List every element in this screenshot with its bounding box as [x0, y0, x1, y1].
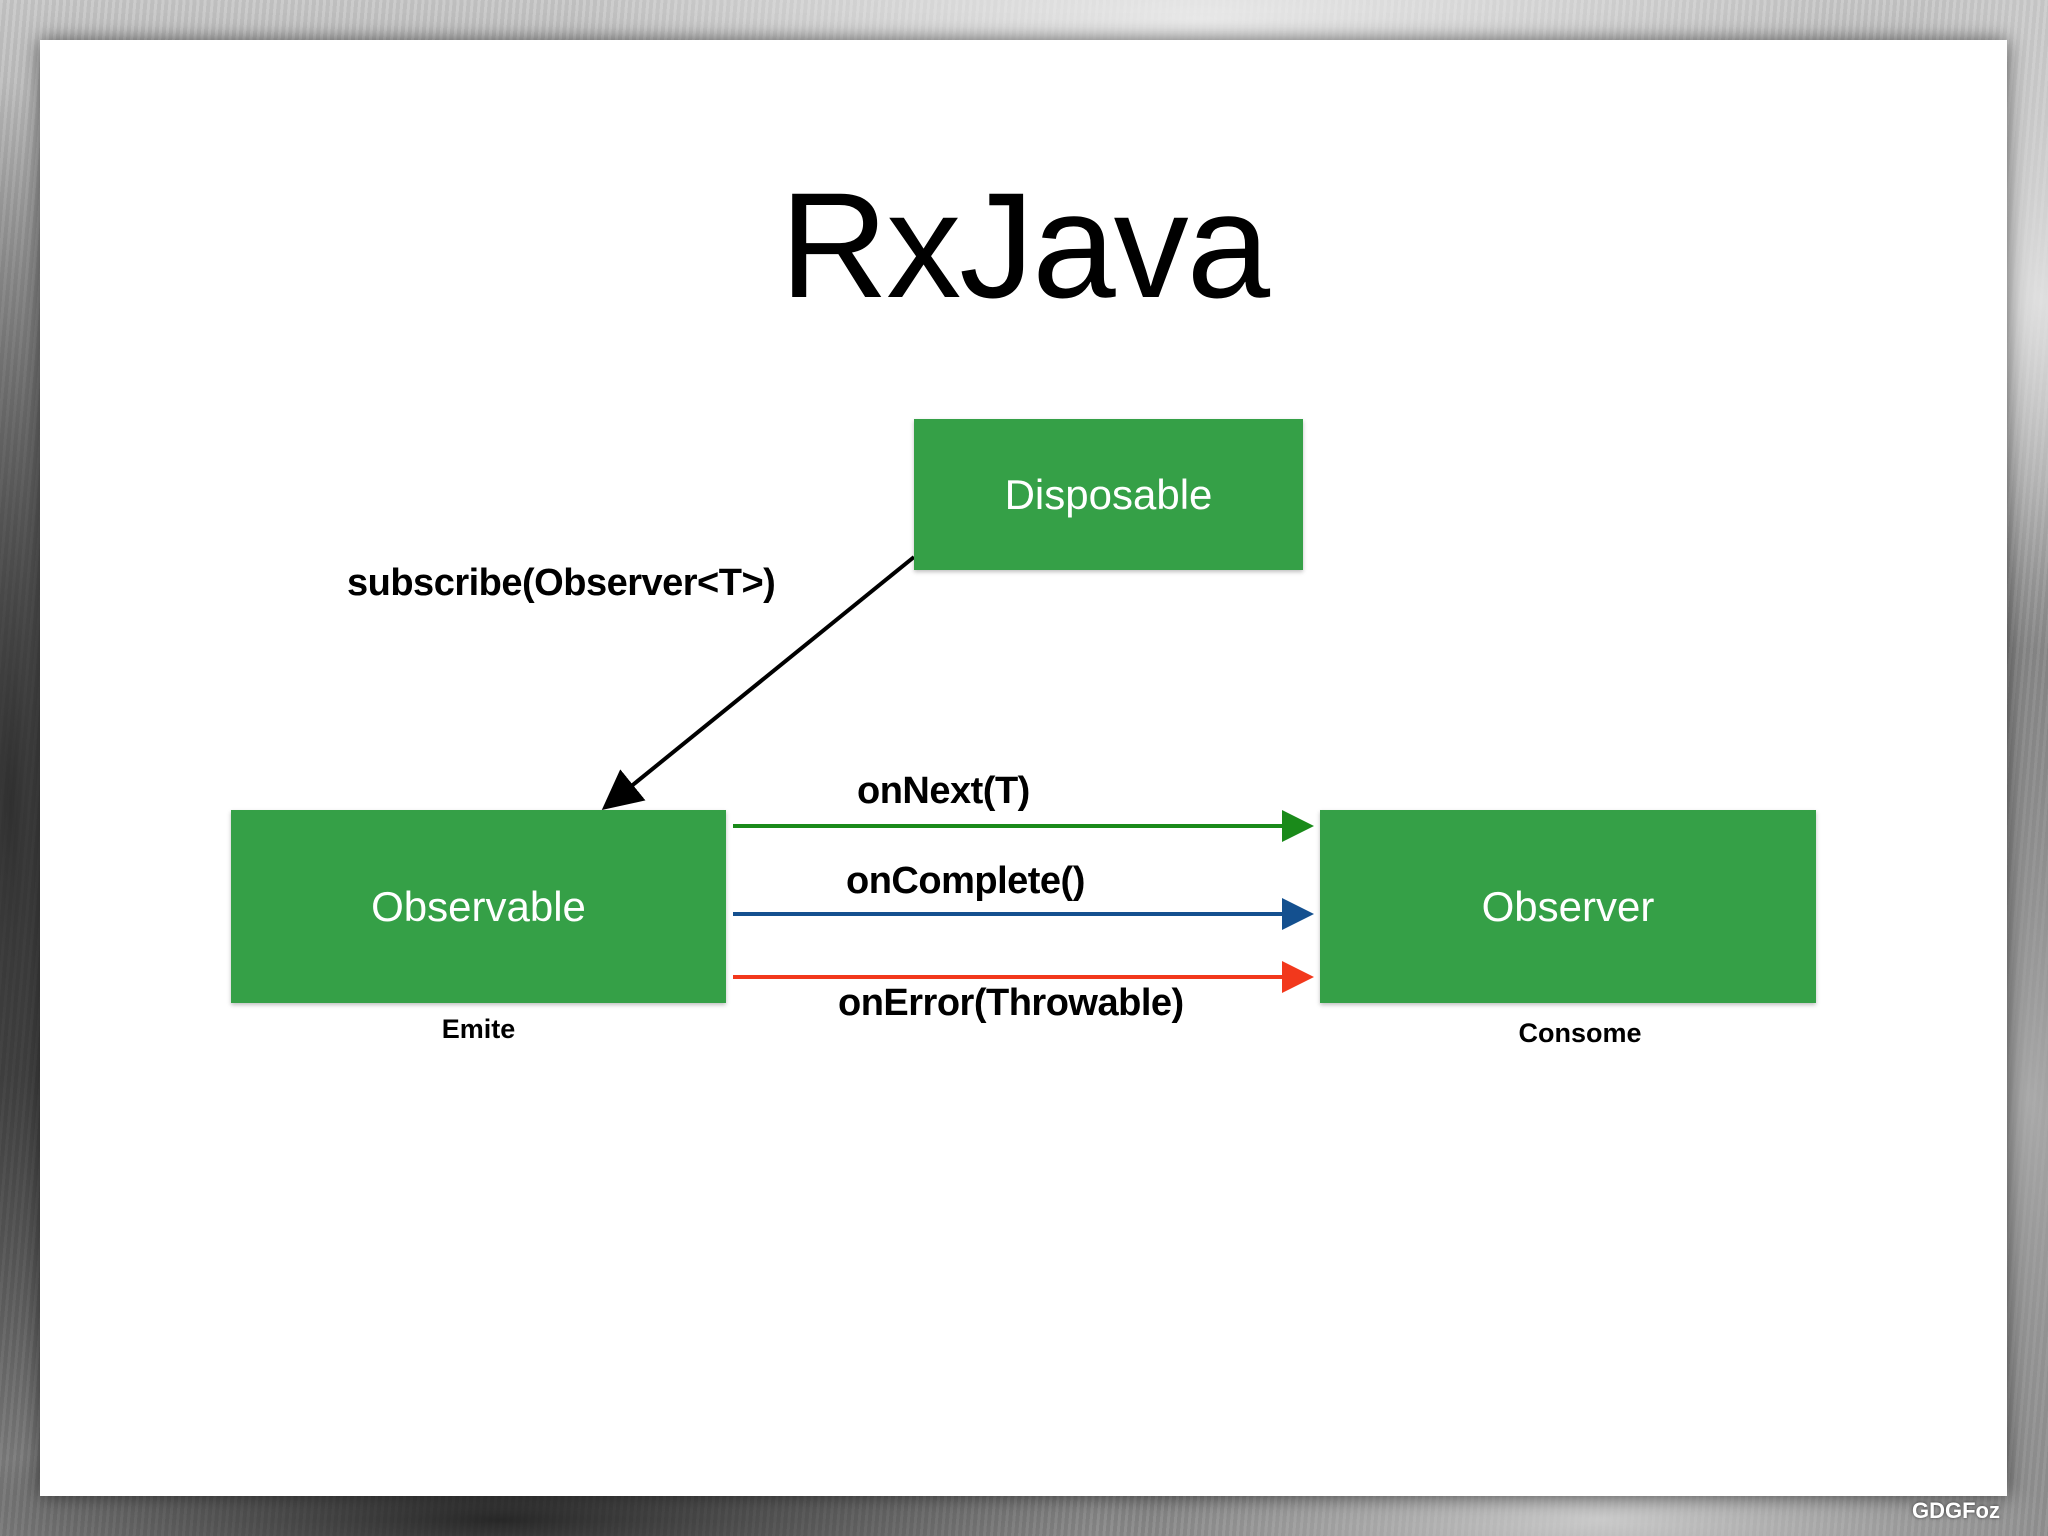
slide-canvas	[40, 40, 2007, 1496]
node-observer-label: Observer	[1481, 882, 1655, 930]
edge-on-next-label: onNext(T)	[857, 770, 1030, 812]
edge-subscribe-arrow	[601, 555, 916, 811]
node-disposable: Disposable	[914, 419, 1303, 570]
observer-caption: Consome	[1518, 1018, 1642, 1048]
edge-on-error-label: onError(Throwable)	[838, 982, 1184, 1024]
footer-brand: GDGFoz	[1912, 1498, 2000, 1523]
node-observable-label: Observable	[371, 882, 586, 930]
node-observable: Observable	[231, 810, 726, 1003]
edge-subscribe-label: subscribe(Observer<T>)	[347, 562, 776, 604]
slide-title: RxJava	[779, 161, 1270, 329]
node-observer: Observer	[1320, 810, 1816, 1003]
edge-on-complete-label: onComplete()	[846, 860, 1085, 902]
node-disposable-label: Disposable	[1004, 470, 1213, 518]
observable-caption: Emite	[441, 1014, 516, 1044]
